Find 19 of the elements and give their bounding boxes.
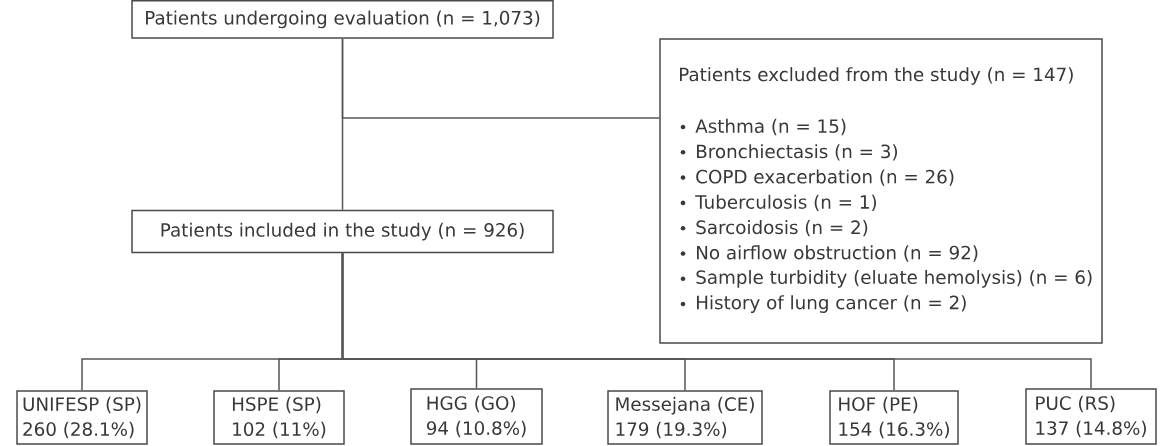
list-item: Tuberculosis (n = 1) [695, 194, 877, 212]
list-item: Asthma (n = 15) [695, 118, 846, 136]
site-box: UNIFESP (SP) 260 (28.1%) [16, 390, 148, 445]
site-box: PUC (RS) 137 (14.8%) [1025, 388, 1157, 445]
list-item: COPD exacerbation (n = 26) [696, 169, 954, 186]
connector-line [341, 252, 1092, 389]
process-box: Patients included in the study (n = 926) [131, 209, 554, 254]
list-item: Bronchiectasis (n = 3) [697, 144, 897, 161]
list-item: Sarcoidosis (n = 2) [696, 220, 868, 237]
heading-text: Patients excluded from the study (n = 147) [680, 67, 1073, 85]
site-box: HOF (PE) 154 (16.3%) [829, 390, 959, 445]
site-box: Messejana (CE) 179 (19.3%) [607, 390, 763, 445]
connector-line [341, 38, 344, 211]
site-box: HSPE (SP) 102 (11%) [213, 390, 345, 445]
list-item: Sample turbidity (eluate hemolysis) (n = 6) [696, 269, 1092, 288]
list-item: History of lung cancer (n = 2) [697, 295, 966, 313]
list-item: No airflow obstruction (n = 92) [697, 245, 978, 262]
site-box: HGG (GO) 94 (10.8%) [410, 388, 543, 445]
process-box: Patients undergoing evaluation (n = 1,073) [131, 0, 554, 39]
